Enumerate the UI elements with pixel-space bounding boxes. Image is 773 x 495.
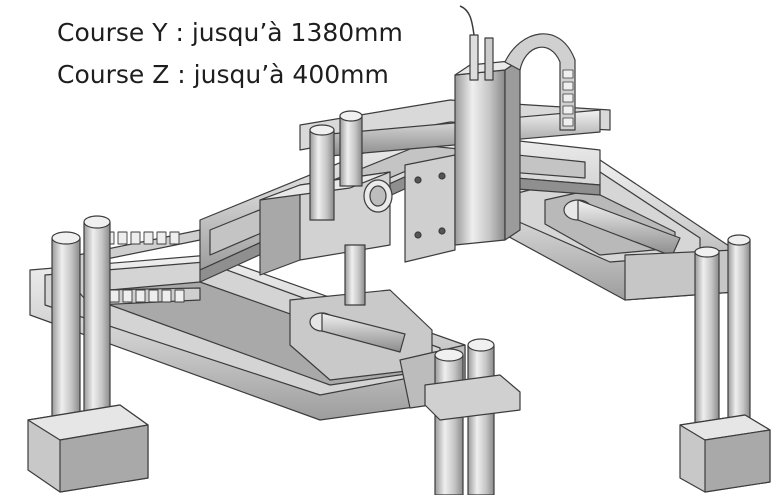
- course-z-caption: Course Z : jusqu’à 400mm: [57, 60, 389, 89]
- front-left-leg: [27, 215, 149, 493]
- back-left-leg: [309, 110, 366, 306]
- z-axis-column: [454, 5, 576, 246]
- right-leg: [679, 234, 771, 493]
- front-center-leg: [424, 338, 521, 495]
- center-carriage: [259, 154, 456, 276]
- course-y-caption: Course Y : jusqu’à 1380mm: [57, 18, 403, 47]
